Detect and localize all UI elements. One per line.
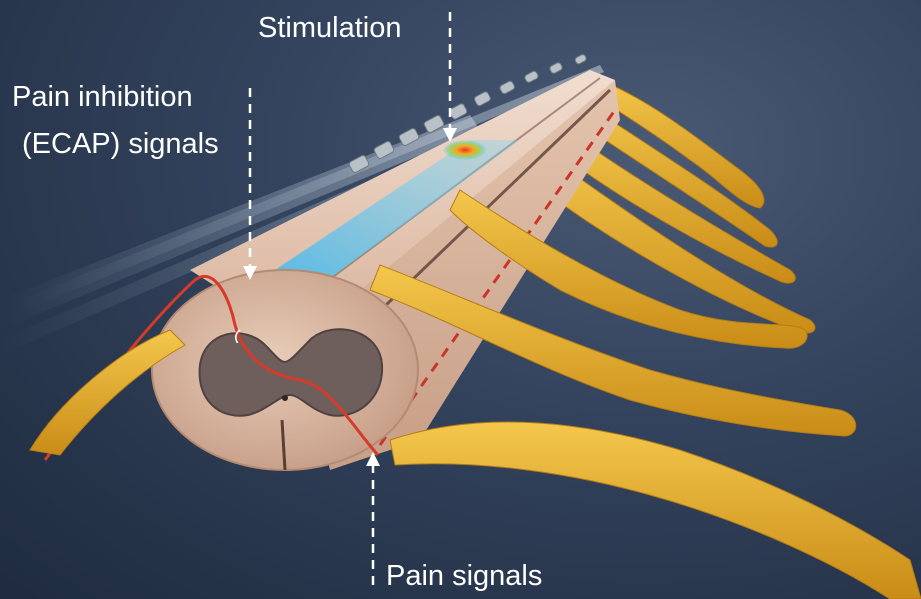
pain-inhibition-label-line2: (ECAP) signals (22, 126, 219, 163)
central-canal (282, 395, 288, 401)
pain-signals-label: Pain signals (386, 558, 542, 595)
pain-inhibition-label-line1: Pain inhibition (12, 79, 193, 116)
stimulation-label: Stimulation (258, 10, 401, 47)
stimulation-hotspot (443, 140, 487, 160)
sensor-marker-icon: ⌒ (233, 329, 251, 347)
